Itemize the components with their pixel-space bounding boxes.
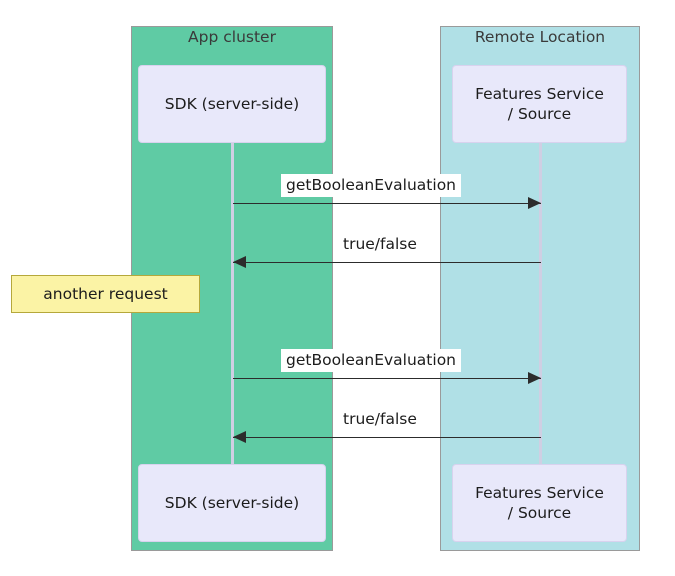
message-line-msg_1_request (232, 203, 541, 204)
arrow-head-right-icon (527, 197, 541, 210)
participant-features-service-bottom[interactable]: Features Service / Source (452, 464, 627, 542)
lifeline-sdk (231, 142, 234, 465)
message-line-msg_2_request (232, 378, 541, 379)
note-another-request: another request (11, 275, 200, 313)
message-line-msg_2_response (232, 437, 541, 438)
participant-sdk-bottom[interactable]: SDK (server-side) (138, 464, 326, 542)
group-app-cluster-title: App cluster (188, 28, 276, 46)
message-label-msg_1_response: true/false (338, 233, 422, 256)
arrow-head-left-icon (232, 431, 246, 444)
message-label-msg_1_request: getBooleanEvaluation (281, 174, 462, 197)
message-label-msg_2_response: true/false (338, 408, 422, 431)
participant-sdk-top[interactable]: SDK (server-side) (138, 65, 326, 143)
message-line-msg_1_response (232, 262, 541, 263)
arrow-head-left-icon (232, 256, 246, 269)
participant-features-service-top[interactable]: Features Service / Source (452, 65, 627, 143)
group-remote-location-title: Remote Location (474, 28, 606, 46)
arrow-head-right-icon (527, 372, 541, 385)
lifeline-features-service (539, 142, 542, 465)
message-label-msg_2_request: getBooleanEvaluation (281, 349, 462, 372)
